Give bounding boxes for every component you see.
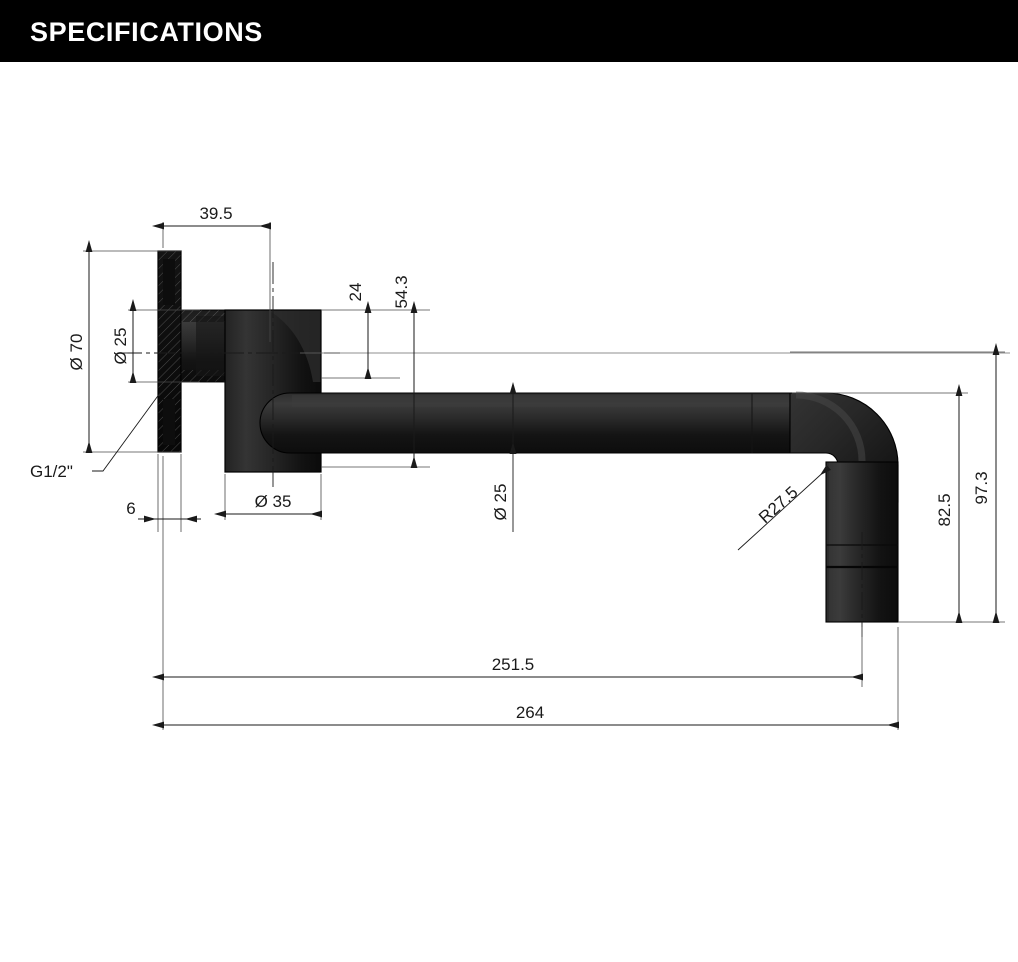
dimension-flange-diameter: Ø 70 xyxy=(67,240,93,453)
dim-label-diam-25-tube: Ø 25 xyxy=(491,484,510,521)
dim-label-264: 264 xyxy=(516,703,544,722)
technical-drawing-canvas: 39.5 Ø 70 Ø 25 G1/2" 6 xyxy=(0,62,1018,962)
dim-label-24: 24 xyxy=(346,283,365,302)
spout-outlet xyxy=(825,461,899,623)
dimension-outlet-drop-inner: 82.5 xyxy=(935,384,963,623)
page-title: SPECIFICATIONS xyxy=(30,17,263,47)
dim-label-54-3: 54.3 xyxy=(392,275,411,308)
dim-label-r27-5: R27.5 xyxy=(755,483,801,527)
dimension-body-height: 54.3 xyxy=(392,275,418,468)
dimension-flange-thickness: 6 xyxy=(126,499,201,523)
dim-label-diam-35: Ø 35 xyxy=(255,492,292,511)
dim-label-6: 6 xyxy=(126,499,135,518)
callout-thread-size: G1/2" xyxy=(30,392,161,481)
dim-label-39-5: 39.5 xyxy=(199,204,232,223)
dimension-spigot-diameter: Ø 25 xyxy=(111,299,137,383)
spout-tube xyxy=(259,392,791,454)
dimension-outlet-drop-outer: 97.3 xyxy=(972,343,1000,623)
dimension-flange-projection: 39.5 xyxy=(152,204,271,230)
dim-label-82-5: 82.5 xyxy=(935,493,954,526)
dim-label-g-half-inch: G1/2" xyxy=(30,462,73,481)
dim-label-97-3: 97.3 xyxy=(972,471,991,504)
dim-label-251-5: 251.5 xyxy=(492,655,535,674)
dimension-body-offset-upper: 24 xyxy=(346,283,372,379)
spout-dimension-drawing: 39.5 Ø 70 Ø 25 G1/2" 6 xyxy=(30,204,1010,730)
dim-label-diam-25-spigot: Ø 25 xyxy=(111,328,130,365)
dim-label-diam-70: Ø 70 xyxy=(67,334,86,371)
wall-flange xyxy=(157,250,182,453)
dimension-reach-to-outlet-centre: 251.5 xyxy=(152,655,863,681)
dimension-overall-reach: 264 xyxy=(152,703,899,729)
callout-elbow-radius: R27.5 xyxy=(737,464,832,551)
dimension-tube-diameter: Ø 25 xyxy=(491,382,517,532)
dimension-body-diameter: Ø 35 xyxy=(214,492,322,518)
header-bar: SPECIFICATIONS xyxy=(0,0,1018,62)
